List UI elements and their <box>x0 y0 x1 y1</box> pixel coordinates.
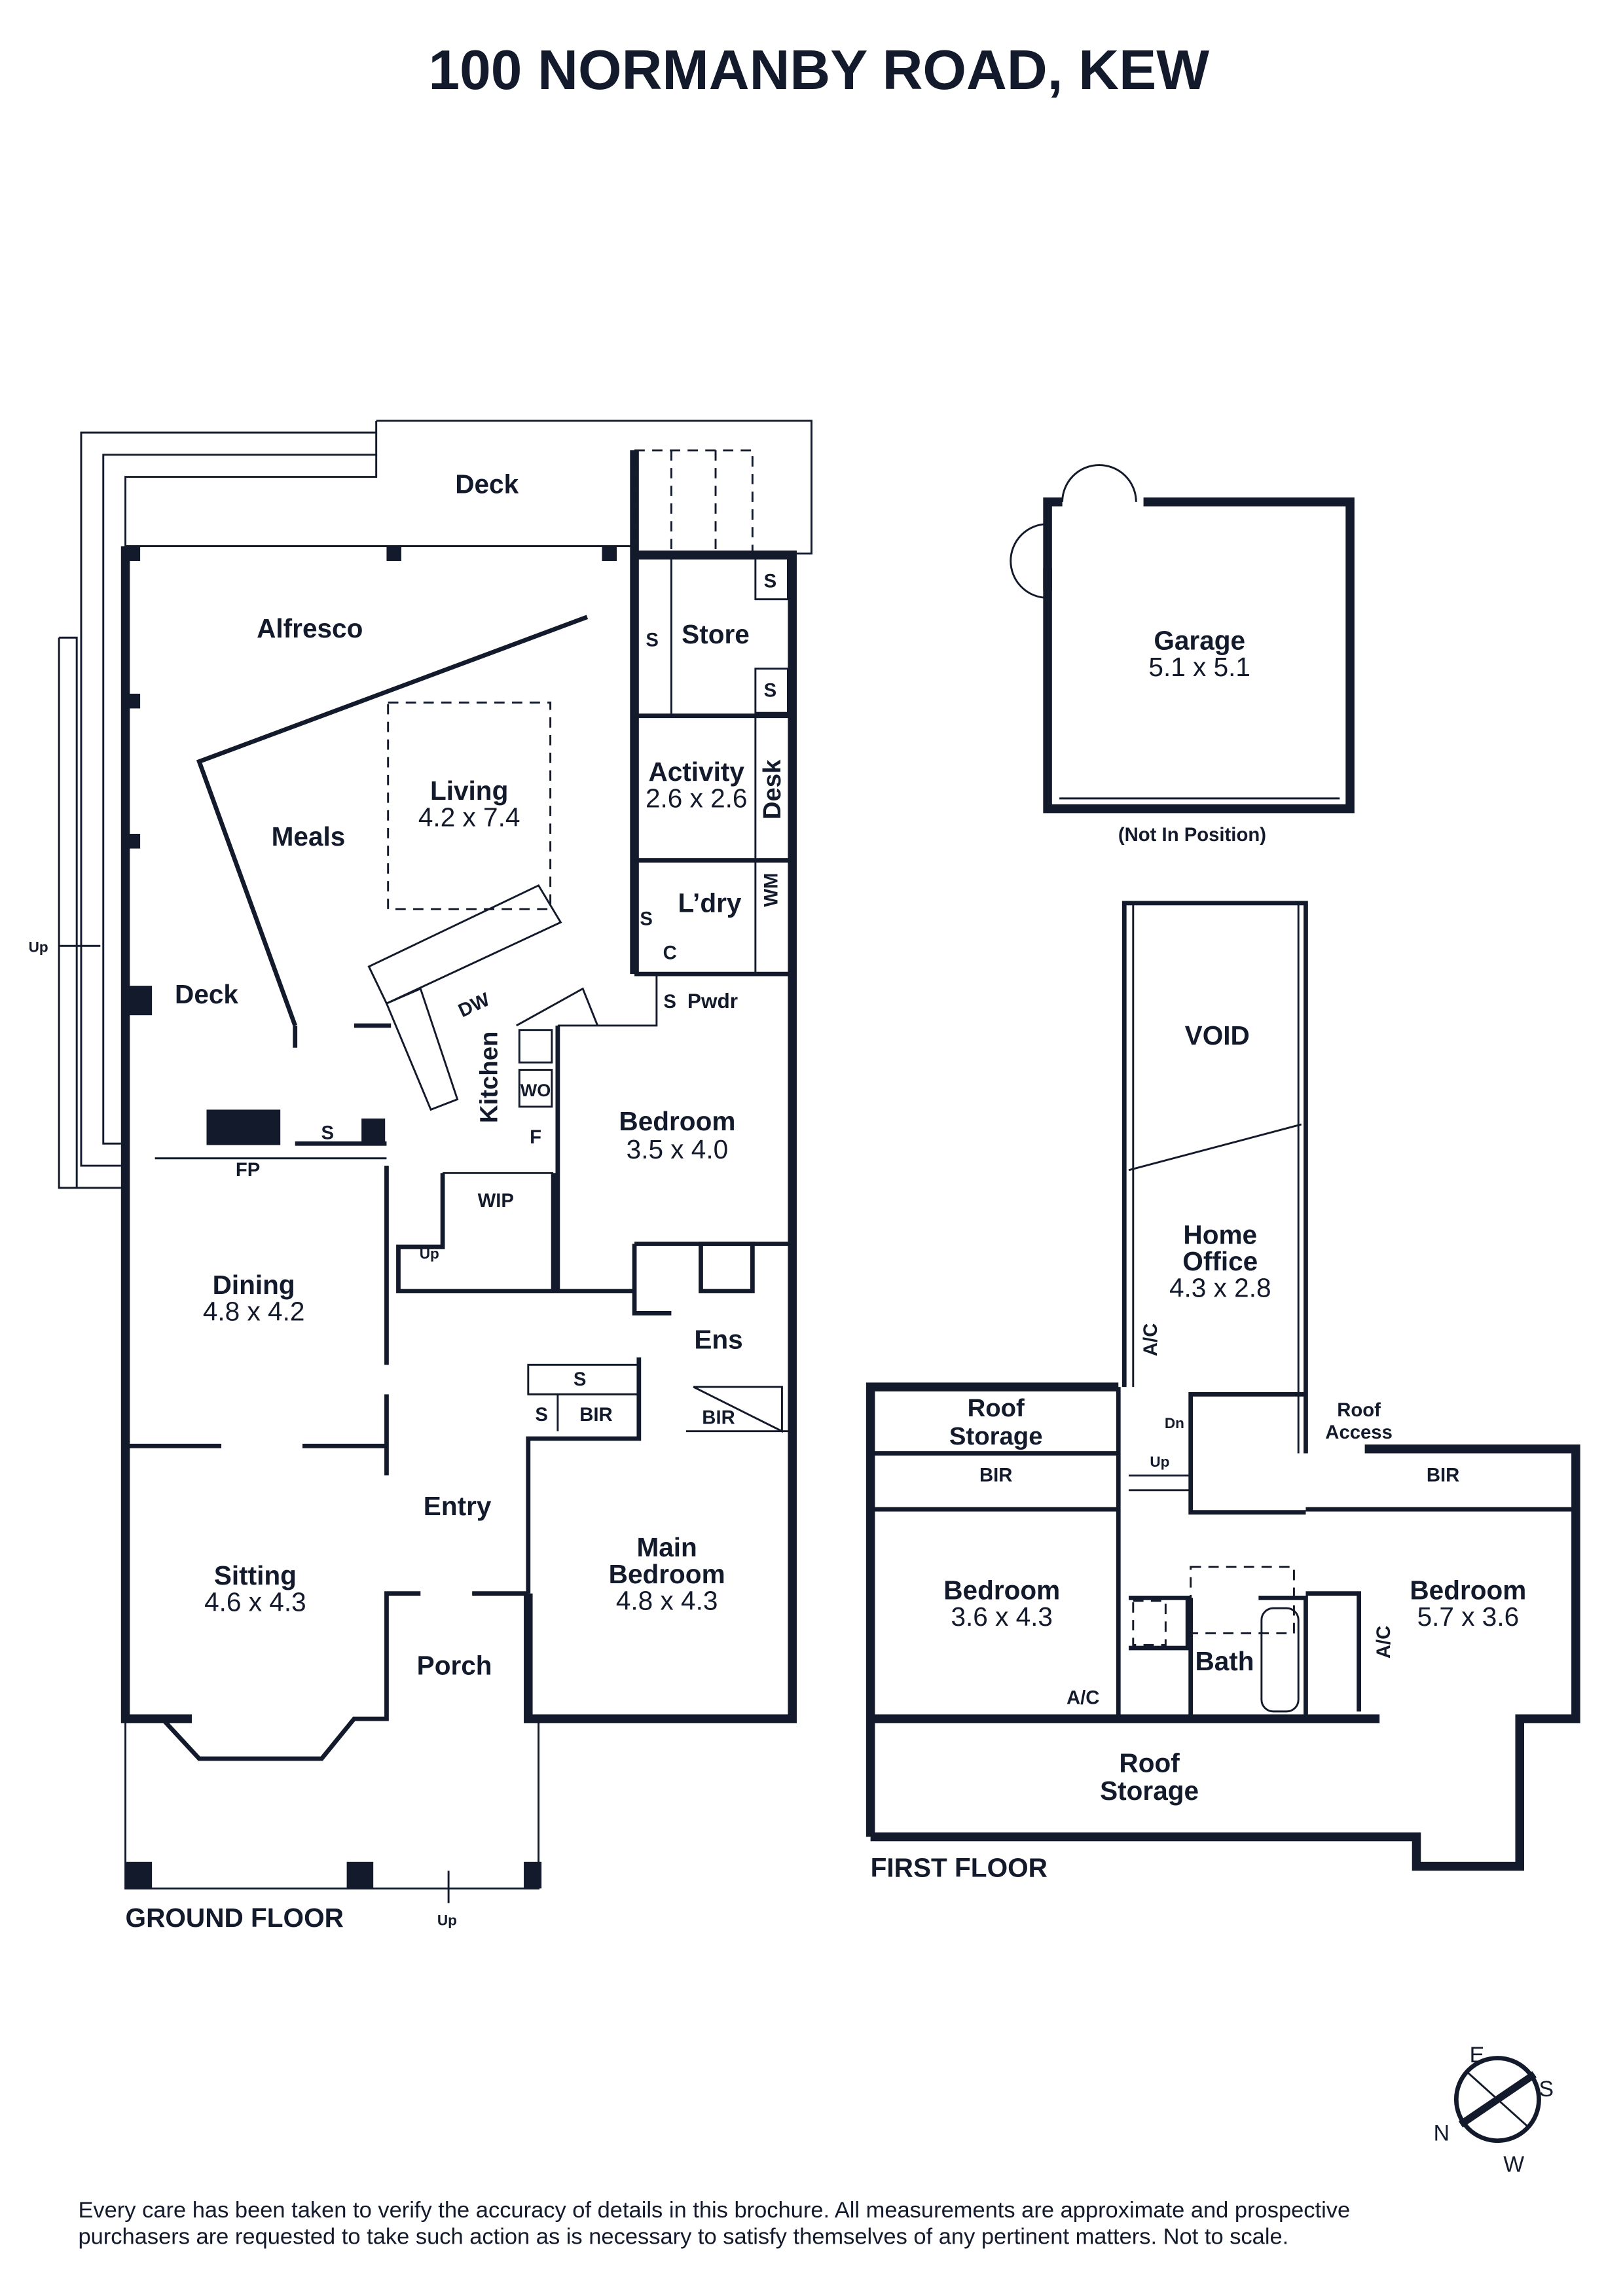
roof-access-label: Roof <box>1337 1399 1381 1421</box>
room-roof-storage-bottom-2: Storage <box>1100 1776 1199 1806</box>
room-bedroom-left: Bedroom <box>943 1575 1060 1605</box>
room-bedroom-right-dim: 5.7 x 3.6 <box>1417 1602 1520 1632</box>
room-sitting: Sitting <box>214 1560 297 1590</box>
ac-label: A/C <box>1373 1626 1395 1659</box>
stairs-up-label: Up <box>29 939 48 955</box>
room-roof-storage-top: Roof <box>968 1394 1025 1422</box>
ground-floor-label: GROUND FLOOR <box>126 1903 344 1933</box>
ac-label: A/C <box>1140 1323 1161 1356</box>
compass-icon: E S N W <box>1434 2043 1554 2177</box>
room-bedroom-left-dim: 3.6 x 4.3 <box>951 1602 1053 1632</box>
entry-up-label: Up <box>437 1912 457 1929</box>
room-roof-storage-bottom: Roof <box>1119 1748 1180 1778</box>
garage-note: (Not In Position) <box>1118 824 1266 846</box>
compass-n: N <box>1434 2121 1450 2146</box>
room-living: Living <box>430 776 508 806</box>
room-bir-left: BIR <box>979 1464 1012 1486</box>
room-porch: Porch <box>417 1651 492 1681</box>
room-wm: WM <box>761 873 782 907</box>
room-meals: Meals <box>272 821 346 852</box>
storage-s: S <box>640 908 653 930</box>
room-wo: WO <box>520 1081 551 1100</box>
room-deck-side: Deck <box>175 979 238 1009</box>
stairs-dn-label: Dn <box>1165 1415 1184 1431</box>
storage-s: S <box>321 1122 335 1143</box>
room-main-bedroom-2: Bedroom <box>609 1559 725 1589</box>
compass-s: S <box>1539 2077 1554 2102</box>
room-sitting-dim: 4.6 x 4.3 <box>204 1587 306 1617</box>
room-dining-dim: 4.8 x 4.2 <box>203 1297 305 1327</box>
room-ens: Ens <box>694 1324 742 1354</box>
room-dining: Dining <box>213 1270 295 1300</box>
room-main-bedroom-dim: 4.8 x 4.3 <box>616 1585 718 1615</box>
room-pwdr: Pwdr <box>687 989 738 1013</box>
room-bedroom: Bedroom <box>619 1106 735 1136</box>
room-main-bedroom: Main <box>636 1532 697 1562</box>
room-home-office: Home <box>1183 1219 1257 1249</box>
room-bath: Bath <box>1195 1646 1254 1676</box>
room-c: C <box>663 942 677 964</box>
disclaimer-line: purchasers are requested to take such ac… <box>78 2224 1288 2249</box>
room-garage-dim: 5.1 x 5.1 <box>1148 652 1250 682</box>
roof-access-label-2: Access <box>1325 1422 1393 1443</box>
first-floor-label: FIRST FLOOR <box>871 1852 1048 1882</box>
room-store: Store <box>682 619 750 649</box>
room-garage: Garage <box>1154 625 1245 655</box>
ground-floor-labels: Deck Alfresco Store Activity 2.6 x 2.6 D… <box>29 469 787 1933</box>
room-bedroom-right: Bedroom <box>1410 1575 1526 1605</box>
room-wip: WIP <box>478 1190 514 1211</box>
stairs-up-label: Up <box>1150 1454 1169 1470</box>
room-void: VOID <box>1185 1020 1250 1050</box>
storage-s: S <box>764 571 777 592</box>
ground-floor-plan <box>58 420 812 1890</box>
room-activity: Activity <box>648 757 744 787</box>
room-bedroom-dim: 3.5 x 4.0 <box>627 1134 729 1164</box>
storage-s: S <box>574 1369 587 1390</box>
room-fp: FP <box>236 1159 260 1181</box>
room-f: F <box>530 1126 541 1148</box>
room-entry: Entry <box>424 1491 492 1521</box>
room-home-office-2: Office <box>1182 1246 1258 1276</box>
room-bir-right: BIR <box>1427 1464 1459 1486</box>
disclaimer-line: Every care has been taken to verify the … <box>78 2198 1350 2223</box>
room-roof-storage-top-2: Storage <box>949 1422 1043 1450</box>
ac-label: A/C <box>1067 1687 1099 1709</box>
storage-s: S <box>764 679 777 701</box>
room-home-office-dim: 4.3 x 2.8 <box>1169 1273 1271 1303</box>
compass-e: E <box>1470 2043 1485 2068</box>
first-floor-plan: VOID Home Office 4.3 x 2.8 A/C Roof Stor… <box>866 901 1580 1882</box>
room-bir-1: BIR <box>579 1404 612 1426</box>
room-deck-top: Deck <box>455 469 519 499</box>
compass-w: W <box>1503 2152 1524 2177</box>
storage-s: S <box>663 991 676 1013</box>
room-bir-2: BIR <box>702 1407 735 1428</box>
room-kitchen: Kitchen <box>475 1031 503 1123</box>
stairs-up-label: Up <box>420 1246 439 1262</box>
storage-s: S <box>646 630 659 651</box>
room-alfresco: Alfresco <box>257 613 363 643</box>
storage-s: S <box>535 1404 548 1426</box>
room-laundry: L’dry <box>678 888 742 918</box>
room-living-dim: 4.2 x 7.4 <box>418 802 520 833</box>
room-activity-dim: 2.6 x 2.6 <box>646 783 748 813</box>
garage-plan: Garage 5.1 x 5.1 (Not In Position) <box>1010 464 1355 846</box>
room-dw: DW <box>455 988 493 1022</box>
room-desk: Desk <box>758 759 786 819</box>
page-title: 100 NORMANBY ROAD, KEW <box>428 39 1209 101</box>
